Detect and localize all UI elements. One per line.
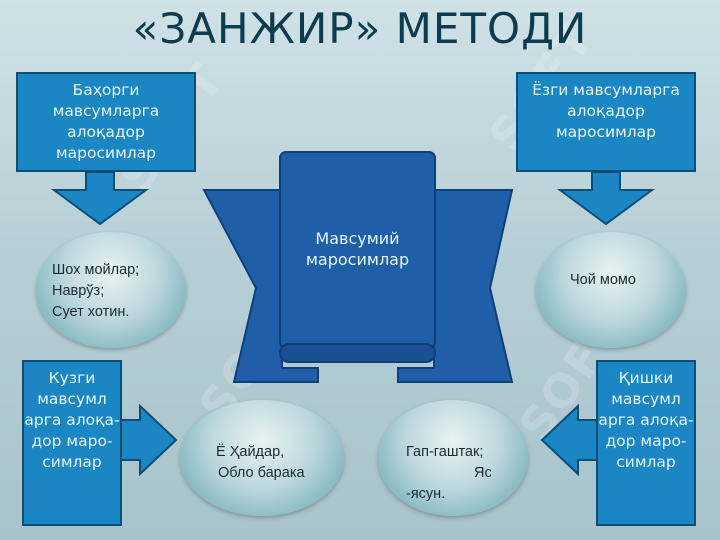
arrow-bottom-left <box>119 403 178 477</box>
box-spring: Баҳорги мавсумларга алоқадор маросимлар <box>16 72 196 172</box>
banner-roll <box>279 343 436 363</box>
oval-winter-line-2: Яс <box>474 465 492 481</box>
center-label: Мавсумий маросимлар <box>305 229 410 269</box>
oval-spring-line-1: Шох мойлар; <box>52 262 140 278</box>
oval-summer: Чой момо <box>536 232 686 348</box>
oval-winter: Гап-гаштак; Яс -ясун. <box>378 400 528 516</box>
box-winter: Қишки мавсумл арга алоқа- дор маро- симл… <box>596 360 696 526</box>
oval-winter-line-3: -ясун. <box>406 486 446 502</box>
oval-winter-line-1: Гап-гаштак; <box>406 444 484 460</box>
oval-autumn-line-1: Ё Ҳайдар, <box>216 444 285 460</box>
oval-autumn: Ё Ҳайдар, Обло барака <box>180 400 344 516</box>
box-autumn: Кузги мавсумл арга алоқа- дор маро- симл… <box>22 360 122 526</box>
oval-summer-line-1: Чой момо <box>570 272 636 288</box>
page-title: «ЗАНЖИР» МЕТОДИ <box>132 4 588 53</box>
banner-right-ribbon <box>397 189 514 383</box>
oval-spring-line-2: Наврўз; <box>52 283 105 299</box>
arrow-bottom-right <box>540 403 599 477</box>
arrow-top-left <box>50 171 150 226</box>
oval-autumn-line-2: Обло барака <box>218 465 305 481</box>
oval-spring: Шох мойлар; Наврўз; Сует хотин. <box>36 232 186 348</box>
oval-spring-line-3: Сует хотин. <box>52 304 130 320</box>
box-summer: Ёзги мавсумларга алоқадор маросимлар <box>516 72 696 172</box>
arrow-top-right <box>556 171 656 226</box>
